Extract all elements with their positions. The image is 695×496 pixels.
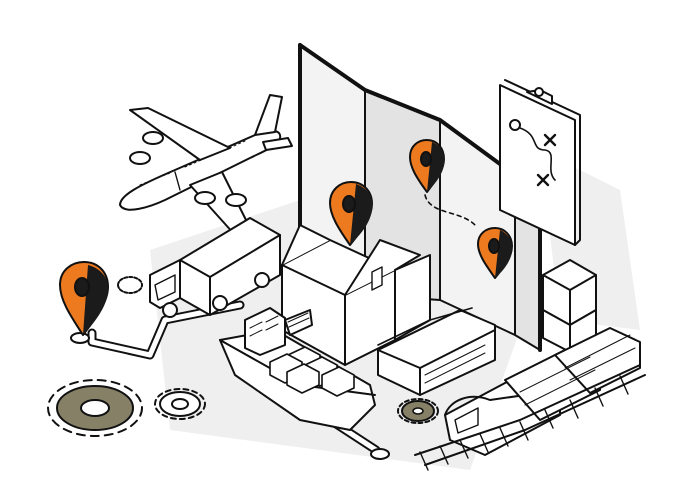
- location-pin-icon: [409, 139, 445, 193]
- location-pin-icon: [59, 261, 109, 336]
- cardboard-box-icon: [281, 224, 431, 366]
- location-pin-icon: [329, 181, 373, 246]
- clipboard-route-icon: [499, 79, 581, 246]
- warehouse-icon: [377, 307, 496, 396]
- gear-icon: [47, 379, 143, 437]
- gear-icon: [397, 398, 439, 424]
- stacked-boxes: [542, 259, 597, 353]
- cargo-ship-icon: [219, 307, 376, 431]
- gear-icon: [154, 388, 206, 420]
- delivery-truck-icon: [117, 217, 281, 318]
- location-pin-icon: [477, 227, 513, 279]
- freight-train-icon: [414, 327, 646, 471]
